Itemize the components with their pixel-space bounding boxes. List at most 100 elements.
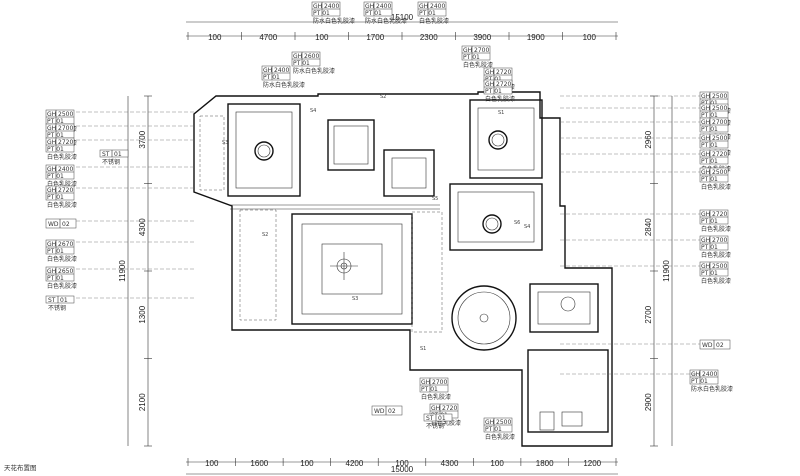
- svg-text:PT 01: PT 01: [47, 248, 64, 255]
- dimension-label: 100: [300, 459, 314, 468]
- room-bedroom-3: [449, 183, 543, 251]
- svg-text:PT 01: PT 01: [701, 112, 718, 119]
- dimension-label: 2900: [644, 393, 653, 411]
- dimension-total: 11900: [662, 260, 671, 282]
- svg-text:GH: GH: [47, 187, 56, 194]
- ceiling-mark: S1: [420, 346, 426, 352]
- svg-text:2700: 2700: [58, 125, 73, 132]
- svg-text:不锈钢: 不锈钢: [48, 304, 66, 312]
- svg-text:2500: 2500: [712, 93, 727, 100]
- svg-text:GH: GH: [313, 3, 322, 10]
- dimension-label: 2960: [644, 130, 653, 148]
- svg-text:GH: GH: [47, 139, 56, 146]
- svg-text:不锈钢: 不锈钢: [102, 158, 120, 166]
- dimension-label: 100: [583, 33, 597, 42]
- room-bedroom-1: [227, 103, 301, 197]
- svg-text:GH: GH: [701, 105, 710, 112]
- dimension-label: 100: [205, 459, 219, 468]
- svg-text:GH: GH: [263, 67, 272, 74]
- svg-text:GH: GH: [47, 268, 56, 275]
- dimension-label: 1600: [250, 459, 268, 468]
- dimension-label: 100: [490, 459, 504, 468]
- dimension-label: 1300: [138, 305, 147, 323]
- dimension-label: 4300: [138, 218, 147, 236]
- svg-text:白色乳胶漆: 白色乳胶漆: [701, 225, 731, 233]
- ceiling-mark: S1: [498, 110, 504, 116]
- svg-text:2500: 2500: [712, 135, 727, 142]
- svg-text:PT 01: PT 01: [701, 142, 718, 149]
- ceiling-mark: S4: [524, 224, 530, 230]
- svg-text:2500: 2500: [712, 263, 727, 270]
- svg-text:PT 01: PT 01: [47, 118, 64, 125]
- svg-text:GH: GH: [701, 135, 710, 142]
- dimension-label: 1800: [536, 459, 554, 468]
- svg-text:白色乳胶漆: 白色乳胶漆: [419, 17, 449, 25]
- svg-text:GH: GH: [701, 119, 710, 126]
- svg-text:白色乳胶漆: 白色乳胶漆: [701, 183, 731, 191]
- ceiling-mark: S6: [514, 220, 520, 226]
- svg-text:PT 01: PT 01: [701, 244, 718, 251]
- svg-text:白色乳胶漆: 白色乳胶漆: [431, 419, 461, 427]
- svg-text:WD: WD: [48, 221, 59, 228]
- dimension-total: 15100: [391, 13, 414, 22]
- svg-text:PT 01: PT 01: [313, 10, 330, 17]
- light-fixture: [488, 130, 508, 150]
- svg-text:PT 01: PT 01: [47, 132, 64, 139]
- svg-text:白色乳胶漆: 白色乳胶漆: [485, 95, 515, 103]
- svg-text:2650: 2650: [58, 268, 73, 275]
- dimension-label: 4200: [346, 459, 364, 468]
- dimension-label: 100: [395, 459, 409, 468]
- dimension-label: 1200: [583, 459, 601, 468]
- dimension-label: 2840: [644, 218, 653, 236]
- svg-text:防水白色乳胶漆: 防水白色乳胶漆: [293, 67, 335, 75]
- svg-text:PT 01: PT 01: [419, 10, 436, 17]
- dimension-label: 1900: [527, 33, 545, 42]
- svg-text:GH: GH: [47, 241, 56, 248]
- svg-text:2720: 2720: [712, 211, 727, 218]
- svg-text:2500: 2500: [712, 105, 727, 112]
- svg-text:WD: WD: [702, 342, 713, 349]
- svg-text:PT 01: PT 01: [293, 60, 310, 67]
- svg-text:白色乳胶漆: 白色乳胶漆: [47, 282, 77, 290]
- svg-text:PT 01: PT 01: [701, 100, 718, 107]
- svg-text:01: 01: [60, 297, 68, 304]
- svg-text:2720: 2720: [442, 405, 457, 412]
- dimension-label: 100: [208, 33, 222, 42]
- svg-text:PT 01: PT 01: [485, 76, 502, 83]
- room-bath-2: [527, 349, 609, 433]
- svg-text:防水白色乳胶漆: 防水白色乳胶漆: [313, 17, 355, 25]
- svg-text:白色乳胶漆: 白色乳胶漆: [463, 61, 493, 69]
- svg-text:2670: 2670: [58, 241, 73, 248]
- dimension-total: 15000: [391, 465, 414, 474]
- dimension-label: 4300: [441, 459, 459, 468]
- svg-text:GH: GH: [691, 371, 700, 378]
- svg-text:2720: 2720: [712, 151, 727, 158]
- dimension-label: 100: [315, 33, 329, 42]
- svg-text:不锈钢: 不锈钢: [426, 422, 444, 430]
- dimension-total: 11900: [118, 260, 127, 282]
- svg-text:白色乳胶漆: 白色乳胶漆: [47, 255, 77, 263]
- svg-text:2400: 2400: [430, 3, 445, 10]
- light-fixture: [482, 214, 502, 234]
- svg-text:GH: GH: [485, 69, 494, 76]
- svg-text:GH: GH: [701, 237, 710, 244]
- svg-text:GH: GH: [701, 151, 710, 158]
- svg-text:PT 01: PT 01: [463, 54, 480, 61]
- room-closet: [383, 149, 435, 197]
- svg-text:ST: ST: [426, 415, 434, 422]
